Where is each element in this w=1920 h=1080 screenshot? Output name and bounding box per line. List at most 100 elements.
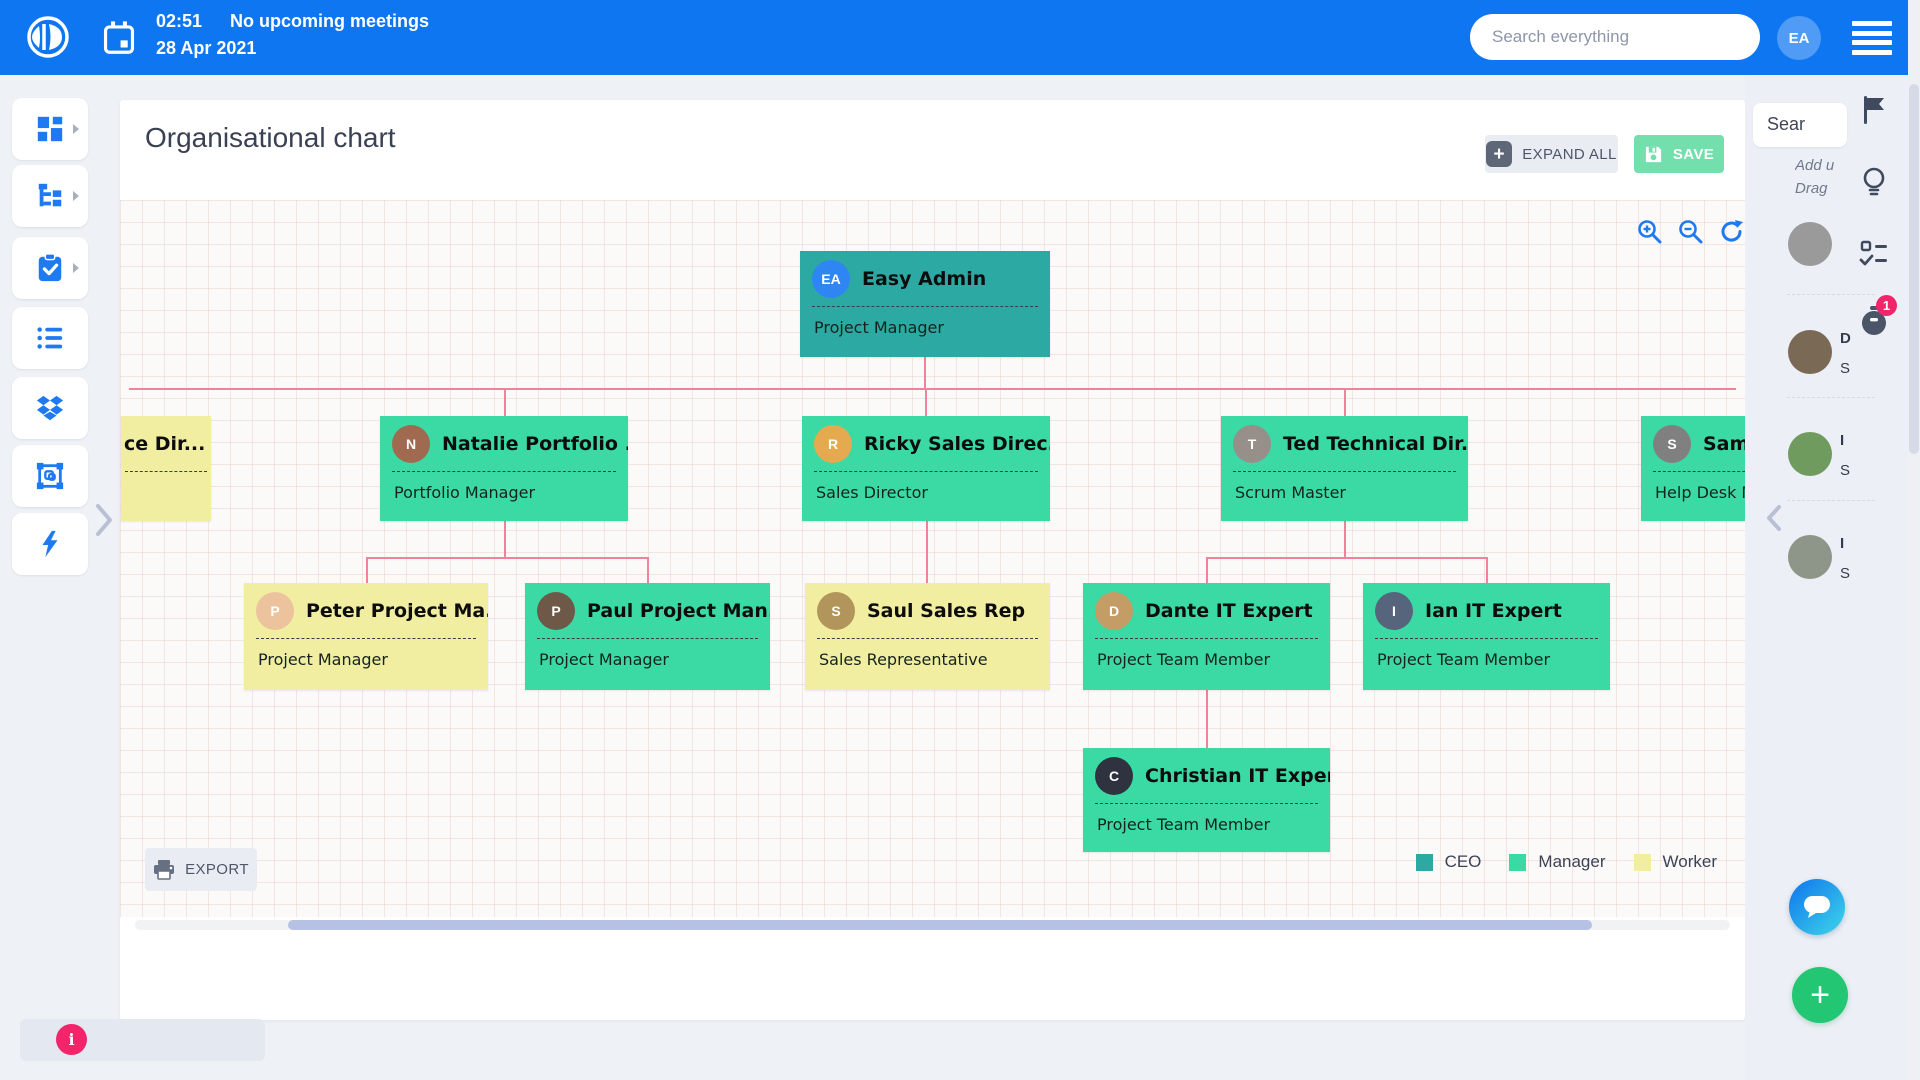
divider [537, 638, 758, 639]
member-avatar[interactable] [1788, 222, 1832, 266]
org-node-christian[interactable]: C Christian IT Expert Project Team Membe… [1083, 748, 1330, 852]
legend-swatch-manager [1509, 853, 1527, 871]
chat-button[interactable] [1789, 879, 1845, 935]
divider [817, 638, 1038, 639]
org-node-ian[interactable]: I Ian IT Expert Project Team Member [1363, 583, 1610, 690]
person-role: Project Manager [258, 650, 388, 669]
connector-line [504, 521, 506, 557]
chart-hscrollbar-track[interactable] [135, 920, 1730, 930]
org-node-peter[interactable]: P Peter Project Ma... Project Manager [244, 583, 488, 690]
expand-all-button[interactable]: + EXPAND ALL [1485, 135, 1618, 173]
divider [1787, 397, 1875, 398]
avatar: T [1233, 424, 1271, 463]
export-button[interactable]: EXPORT [145, 848, 257, 891]
org-node-ted[interactable]: T Ted Technical Dir... Scrum Master [1221, 416, 1468, 521]
member-name: I [1840, 535, 1845, 552]
org-node-natalie[interactable]: N Natalie Portfolio ... Portfolio Manage… [380, 416, 628, 521]
divider [1653, 471, 1745, 472]
user-avatar[interactable]: EA [1777, 16, 1821, 60]
org-node-sam[interactable]: S Sam S Help Desk M [1641, 416, 1745, 521]
reset-view-icon[interactable] [1718, 218, 1745, 245]
calendar-icon[interactable] [100, 19, 138, 57]
divider [1095, 638, 1318, 639]
window-vscrollbar-thumb[interactable] [1909, 84, 1919, 454]
divider [1787, 294, 1875, 295]
person-name: Ted Technical Dir... [1283, 432, 1468, 455]
list-icon [37, 327, 63, 349]
org-node-dante[interactable]: D Dante IT Expert Project Team Member [1083, 583, 1330, 690]
person-role: Project Team Member [1097, 650, 1271, 669]
avatar: S [817, 591, 855, 630]
avatar: C [1095, 756, 1133, 795]
member-avatar[interactable] [1788, 535, 1832, 579]
dashboard-icon [37, 116, 63, 142]
tasks-clipboard-icon [38, 253, 62, 282]
sidebar-item-artboard[interactable] [12, 445, 88, 507]
connector-line [925, 388, 927, 416]
divider [814, 471, 1038, 472]
org-structure-icon [38, 183, 62, 207]
person-name: Ian IT Expert [1425, 599, 1562, 622]
expand-all-label: EXPAND ALL [1522, 145, 1617, 163]
person-name: Paul Project Man... [587, 599, 770, 622]
person-role: Portfolio Manager [394, 483, 536, 502]
checklist-icon[interactable] [1858, 238, 1890, 270]
person-role: Project Manager [539, 650, 669, 669]
zoom-controls [1636, 218, 1745, 245]
sidebar-item-org-structure[interactable] [12, 165, 88, 227]
connector-line [1206, 557, 1208, 583]
org-node-ricky[interactable]: R Ricky Sales Direc... Sales Director [802, 416, 1050, 521]
panel-collapse-chevron-icon[interactable] [1763, 503, 1785, 533]
member-avatar[interactable] [1788, 432, 1832, 476]
org-node-saul[interactable]: S Saul Sales Rep Sales Representative [805, 583, 1050, 690]
org-chart-canvas[interactable]: EA Easy Admin Project Manager ce Dir... … [120, 200, 1745, 917]
legend-label-worker: Worker [1662, 852, 1717, 871]
save-label: SAVE [1672, 145, 1715, 163]
org-node-paul[interactable]: P Paul Project Man... Project Manager [525, 583, 770, 690]
avatar: I [1375, 591, 1413, 630]
current-date: 28 Apr 2021 [156, 38, 257, 58]
page-title: Organisational chart [145, 122, 396, 153]
zoom-in-icon[interactable] [1636, 218, 1663, 245]
hamburger-menu-icon[interactable] [1852, 21, 1892, 55]
notification-badge: 1 [1876, 295, 1897, 316]
save-button[interactable]: SAVE [1634, 135, 1724, 173]
sidebar-item-dashboard[interactable] [12, 98, 88, 160]
zoom-out-icon[interactable] [1677, 218, 1704, 245]
sidebar-expand-chevron-icon[interactable] [92, 500, 116, 540]
lightbulb-icon[interactable] [1858, 166, 1890, 198]
divider [1375, 638, 1598, 639]
add-button[interactable]: + [1792, 967, 1848, 1023]
person-role: Project Team Member [1377, 650, 1551, 669]
sidebar-item-dropbox[interactable] [12, 377, 88, 439]
flag-icon[interactable] [1858, 94, 1890, 126]
member-avatar[interactable] [1788, 330, 1832, 374]
person-name: Peter Project Ma... [306, 599, 488, 622]
artboard-icon [36, 462, 64, 490]
dropbox-icon [36, 395, 64, 421]
connector-line [129, 388, 1736, 390]
member-role: S [1840, 360, 1851, 377]
app-logo-icon[interactable] [24, 13, 72, 61]
person-role: Sales Director [816, 483, 928, 502]
connector-line [647, 557, 649, 583]
org-node-easy-admin[interactable]: EA Easy Admin Project Manager [800, 251, 1050, 357]
search-input[interactable] [1470, 14, 1760, 60]
connector-line [924, 357, 926, 388]
member-name: D [1840, 330, 1851, 347]
chart-hscrollbar-thumb[interactable] [288, 920, 1592, 930]
sidebar-item-tasks[interactable] [12, 237, 88, 299]
sidebar-item-quick-actions[interactable] [12, 513, 88, 575]
sidebar-item-list[interactable] [12, 307, 88, 369]
org-chart-panel: Organisational chart + EXPAND ALL SAVE E… [120, 100, 1745, 1020]
legend-label-ceo: CEO [1444, 852, 1482, 871]
window-vscrollbar-track[interactable] [1908, 0, 1920, 1080]
printer-icon [154, 859, 175, 880]
info-button[interactable]: i [56, 1024, 87, 1055]
org-node-clipped-left[interactable]: ce Dir... [121, 416, 211, 521]
connector-line [1486, 557, 1488, 583]
avatar: D [1095, 591, 1133, 630]
sidebar-search-input[interactable]: Sear [1753, 103, 1847, 147]
